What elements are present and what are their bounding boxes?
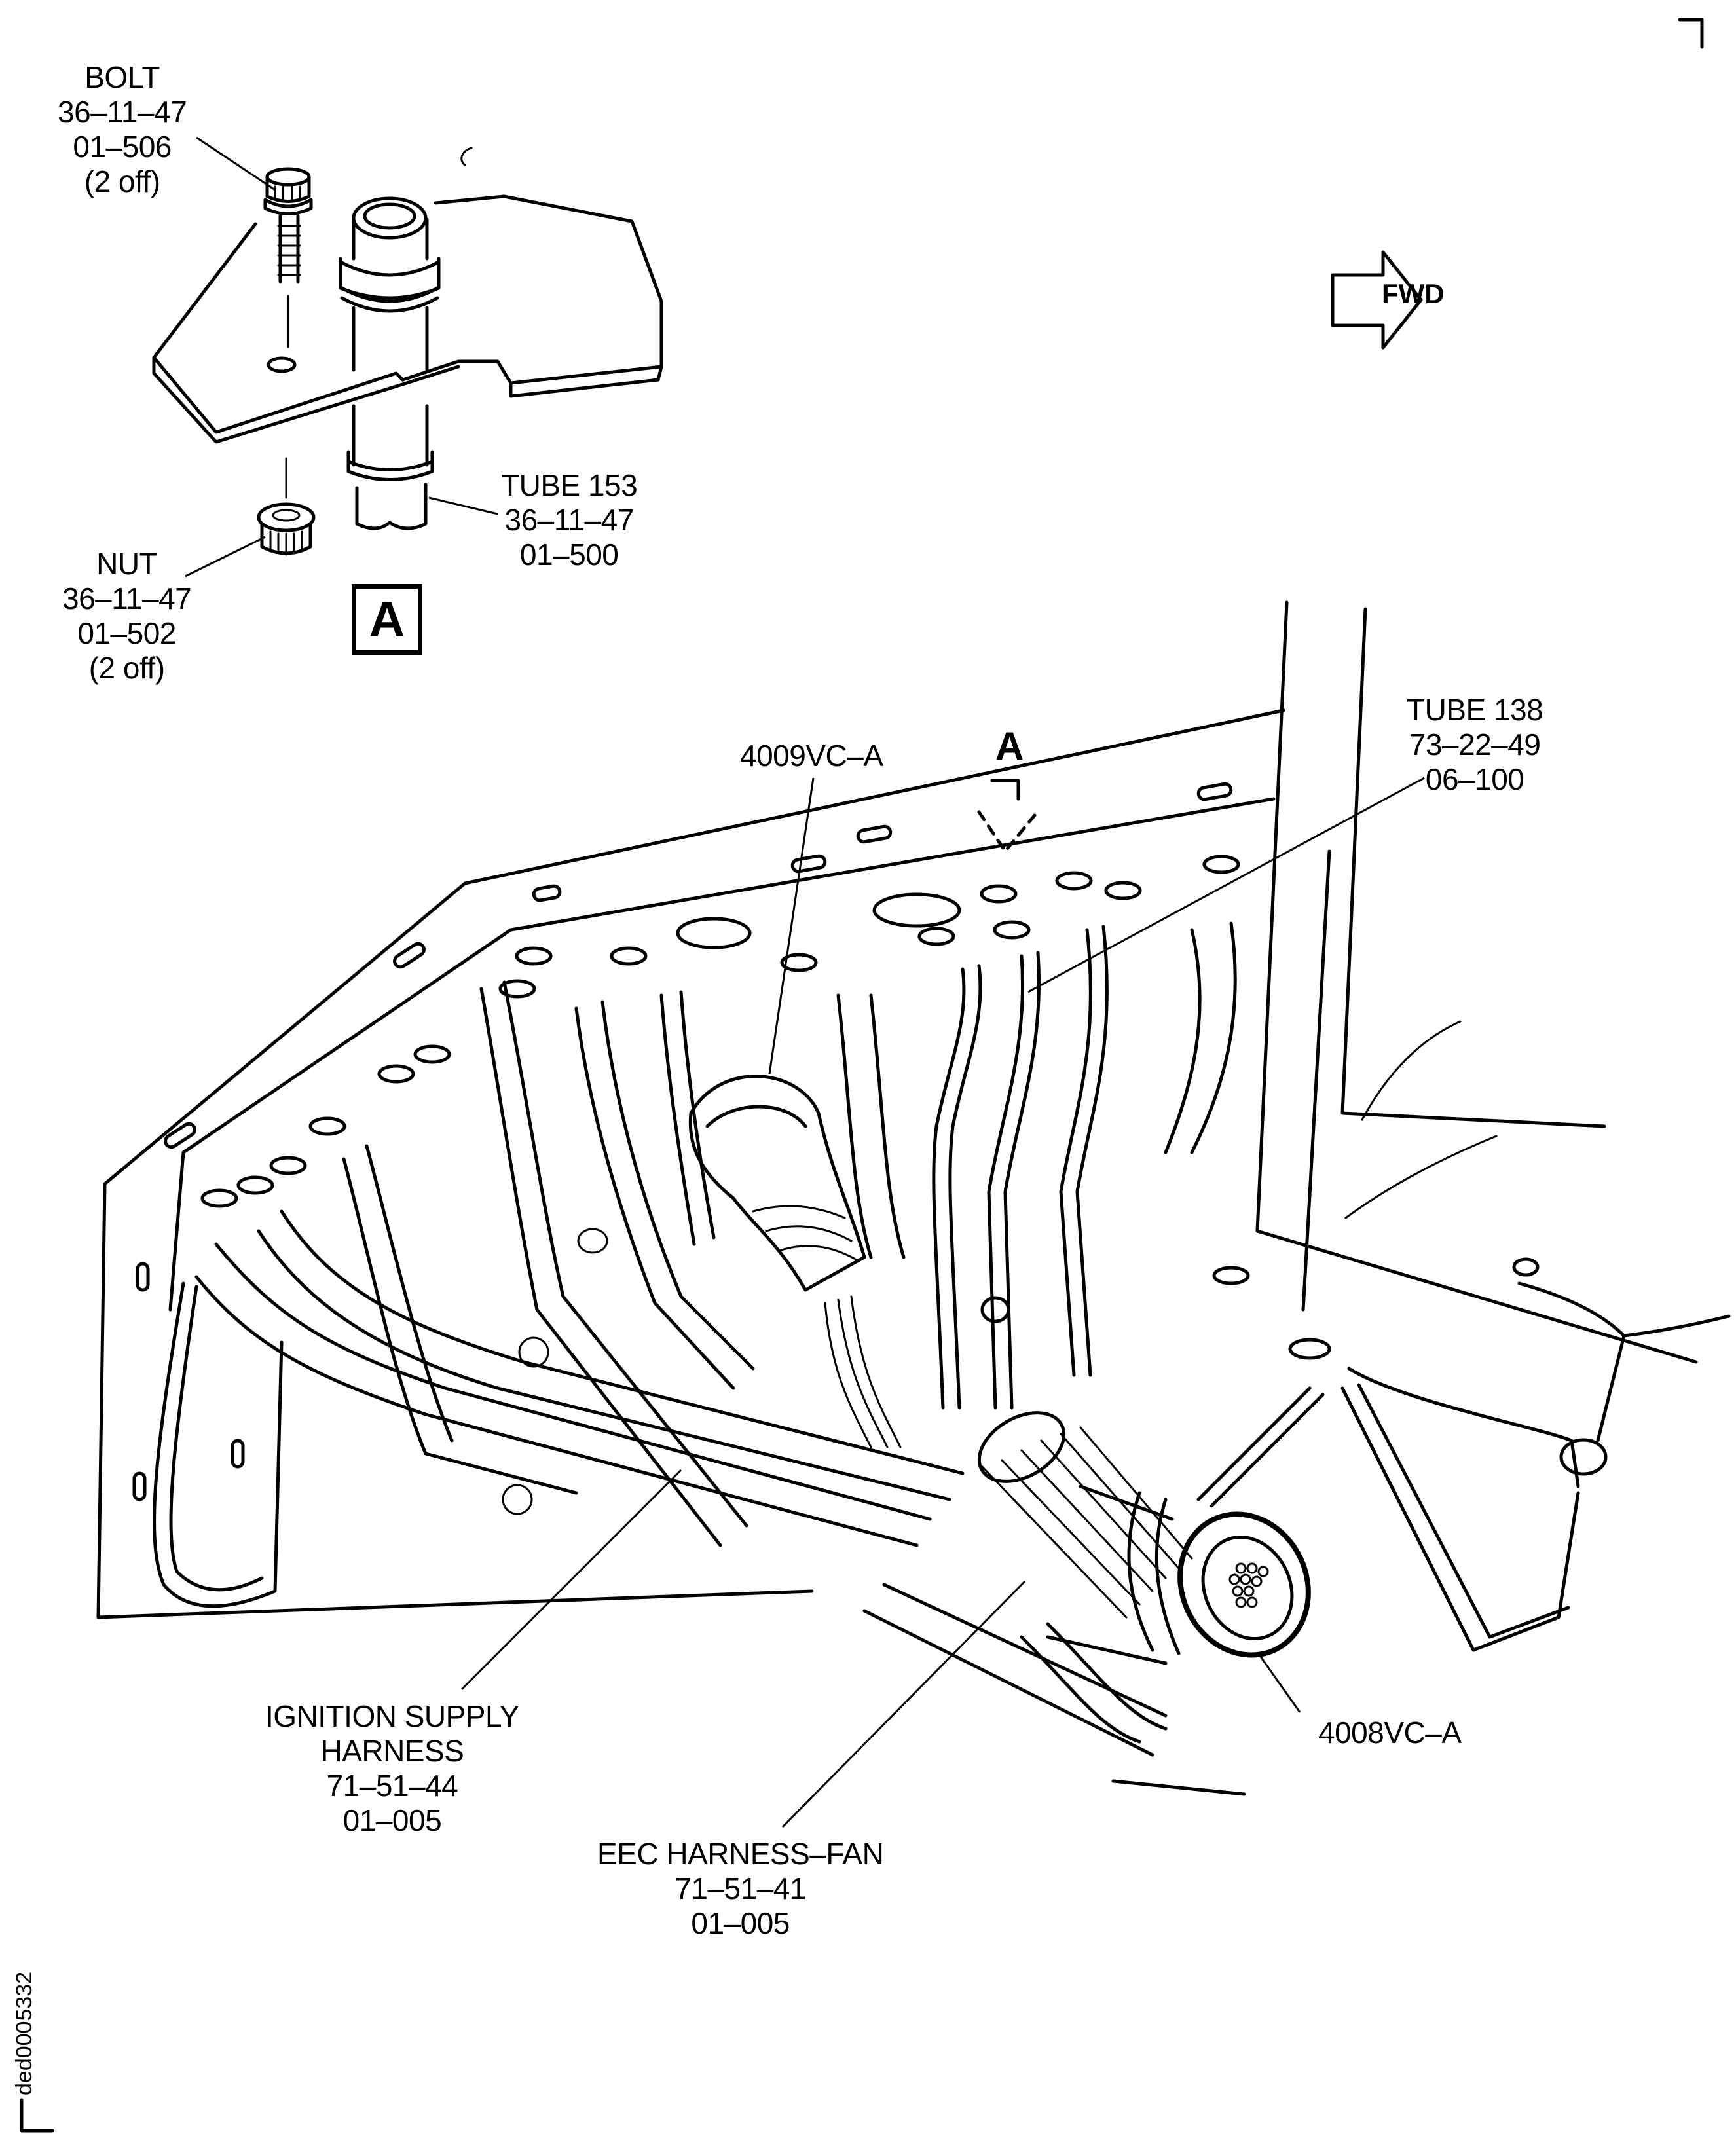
ring-openings [676, 892, 961, 949]
view-a-label-box: A [352, 584, 422, 655]
connector-4009vc-a-drawing [688, 1075, 902, 1448]
right-pipe-run [1196, 1281, 1731, 1652]
connector-4009vc-a-callout: 4009VC–A [740, 739, 883, 773]
eec-harness-fan-callout: EEC HARNESS–FAN 71–51–41 01–005 [597, 1837, 884, 1940]
eec-harness-bundle [977, 1411, 1193, 1619]
connector-4008vc-a-callout: 4008VC–A [1318, 1716, 1462, 1750]
fitting-nuts [200, 855, 1608, 1515]
view-a-arrow [977, 779, 1037, 853]
ignition-supply-harness-callout: IGNITION SUPPLY HARNESS 71–51–44 01–005 [265, 1699, 519, 1837]
fwd-arrow-icon [1331, 250, 1423, 350]
leader-lines [185, 136, 1425, 1828]
view-a-arrow-label: A [995, 724, 1024, 768]
connector-4008vc-a-drawing [1046, 1484, 1311, 1665]
fwd-label: FWD [1382, 278, 1445, 309]
tube-153-part [339, 196, 441, 530]
nut-callout: NUT 36–11–47 01–502 (2 off) [62, 547, 192, 685]
mounting-panel [96, 708, 1285, 1619]
detail-a-bracket [152, 147, 663, 444]
side-strap [153, 1281, 284, 1608]
figure-id: ded0005332 [12, 1971, 37, 2095]
tube-138-callout: TUBE 138 73–22–49 06–100 [1407, 693, 1543, 796]
bolt-callout: BOLT 36–11–47 01–506 (2 off) [58, 60, 187, 198]
bolt-part [263, 167, 313, 348]
crop-mark-top-right [1678, 18, 1704, 49]
crop-mark-bottom-left [20, 2098, 54, 2133]
support-strut [1255, 600, 1698, 1364]
tube-bundle [194, 921, 1246, 1796]
nut-part [257, 457, 316, 556]
tube-153-callout: TUBE 153 36–11–47 01–500 [501, 468, 638, 572]
